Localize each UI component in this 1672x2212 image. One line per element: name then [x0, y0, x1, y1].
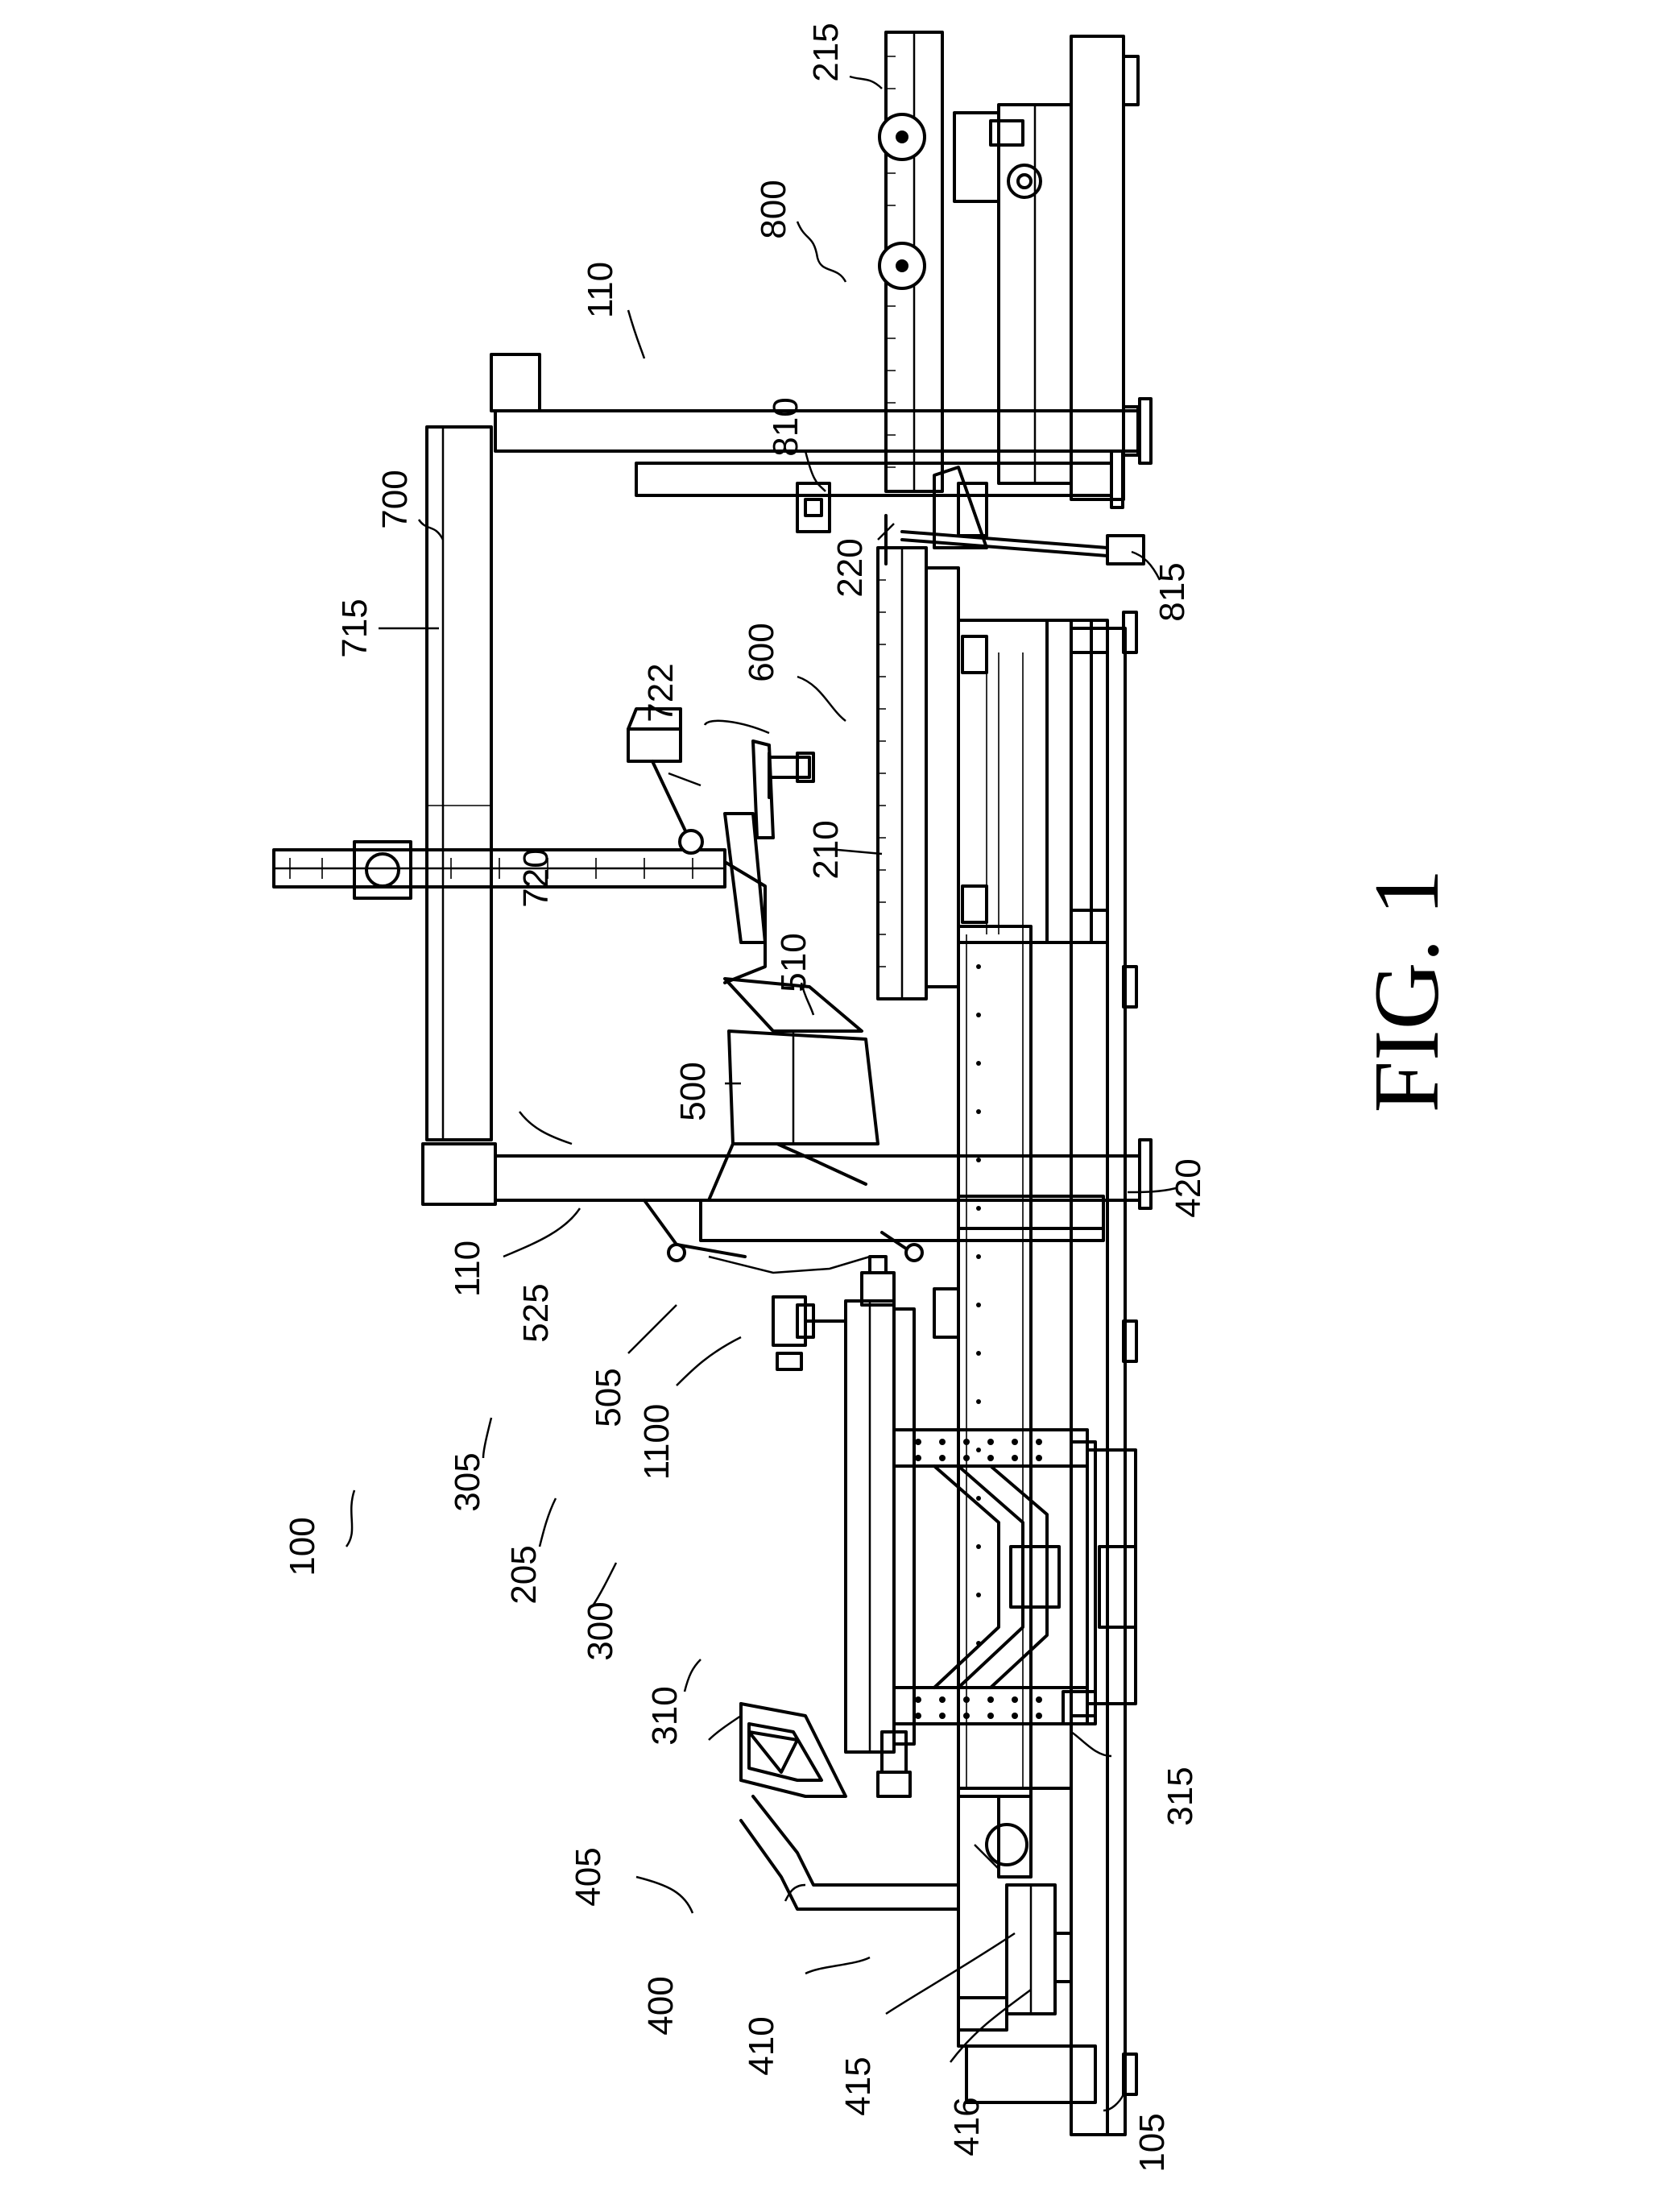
ref-400: 400	[641, 1976, 681, 2035]
ref-525: 525	[516, 1283, 556, 1342]
ref-110-top: 110	[581, 262, 620, 318]
lower-assembly-300	[846, 1257, 1136, 1796]
ref-110-bottom: 110	[448, 1241, 487, 1297]
base-rail-105	[1071, 612, 1136, 2135]
tool-500	[709, 979, 878, 1200]
conveyor-215	[879, 32, 942, 491]
ref-220: 220	[830, 538, 870, 597]
ref-715: 715	[335, 599, 375, 657]
top-base-assembly-800	[954, 36, 1138, 499]
ref-420: 420	[1169, 1158, 1208, 1217]
ref-210: 210	[806, 820, 846, 879]
figure-label: FIG. 1	[1355, 869, 1459, 1113]
ref-720: 720	[516, 848, 556, 907]
ref-410: 410	[742, 2016, 781, 2075]
ref-722: 722	[641, 663, 681, 722]
ref-600: 600	[742, 623, 781, 681]
ref-1100: 1100	[637, 1404, 677, 1481]
ref-416: 416	[947, 2097, 987, 2156]
ref-215: 215	[806, 23, 846, 81]
ref-415: 415	[838, 2057, 878, 2115]
ref-510: 510	[774, 933, 813, 992]
ref-405: 405	[569, 1847, 608, 1906]
arm-assembly-505-525	[644, 1200, 922, 1273]
sensor-810	[773, 483, 830, 532]
ref-800: 800	[754, 180, 793, 238]
upright-post-110-bottom	[423, 1140, 1151, 1241]
left-assembly-400	[741, 1704, 1095, 2102]
ref-105: 105	[1132, 2113, 1172, 2172]
ref-310: 310	[645, 1686, 685, 1745]
ref-500: 500	[673, 1062, 713, 1120]
ref-810: 810	[766, 397, 805, 456]
ref-700: 700	[375, 470, 415, 528]
ref-505: 505	[589, 1368, 628, 1427]
ref-205: 205	[504, 1545, 544, 1604]
ref-100: 100	[283, 1517, 322, 1576]
ref-300: 300	[581, 1601, 620, 1660]
gantry-beam-715	[427, 427, 491, 1140]
clamp-1100	[773, 1297, 846, 1369]
reference-numerals: 215 800 110 700 715 722 600 810 220 815 …	[283, 23, 1208, 2172]
vertical-carriage-720	[274, 842, 725, 898]
ref-305: 305	[448, 1452, 487, 1511]
conveyor-210-600	[878, 548, 1107, 999]
ref-315: 315	[1161, 1767, 1200, 1825]
ref-815: 815	[1153, 562, 1192, 621]
